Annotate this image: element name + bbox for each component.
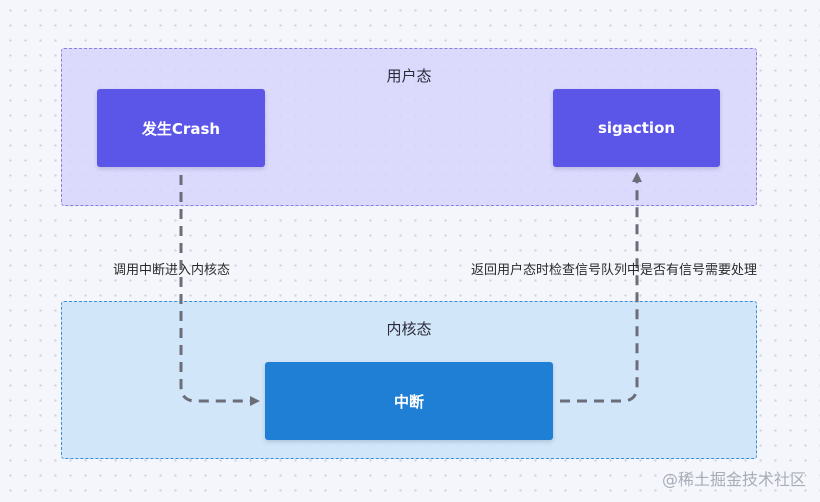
crash-node-label: 发生Crash — [141, 119, 221, 138]
sigaction-node-label: sigaction — [597, 119, 676, 137]
edge-label-enter-kernel: 调用中断进入内核态 — [113, 263, 231, 278]
sigaction-node: sigaction — [553, 89, 720, 167]
user-mode-title: 用户态 — [386, 67, 432, 85]
crash-node: 发生Crash — [97, 89, 265, 167]
interrupt-node-label: 中断 — [393, 392, 424, 411]
edge-label-return-user: 返回用户态时检查信号队列中是否有信号需要处理 — [471, 263, 758, 278]
watermark: @稀土掘金技术社区 — [661, 470, 806, 489]
interrupt-node: 中断 — [265, 362, 553, 440]
kernel-mode-title: 内核态 — [386, 320, 432, 338]
